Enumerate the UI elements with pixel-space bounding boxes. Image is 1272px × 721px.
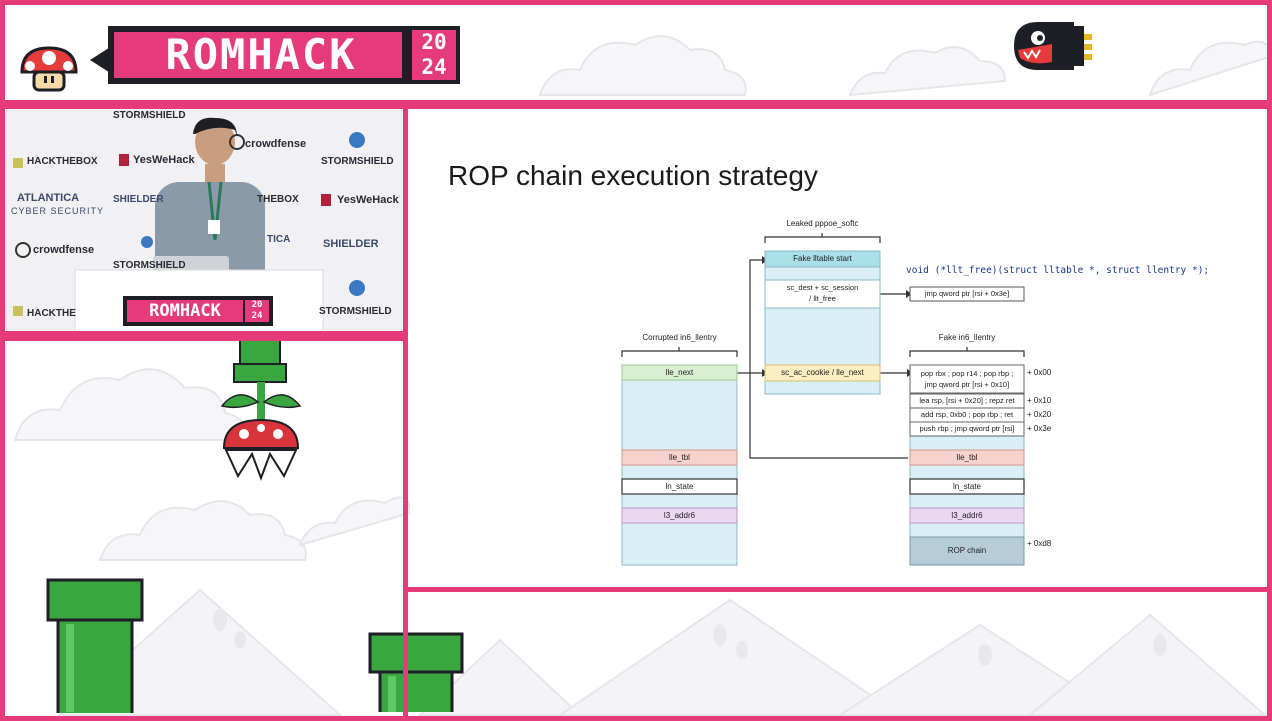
sc-dest-cell-line1: sc_dest + sc_session	[786, 283, 859, 292]
sponsor-atlantica: ATLANTICA	[17, 192, 80, 204]
sponsor-tica: TICA	[267, 234, 291, 245]
podium-year-bottom: 24	[251, 311, 263, 321]
fake-lle-tbl: lle_tbl	[956, 453, 978, 462]
mushroom-icon	[20, 46, 78, 92]
sponsor-shielder-2: SHIELDER	[323, 238, 379, 250]
webcam-bottom-border	[0, 336, 408, 341]
sponsor-shielder-1: SHIELDER	[113, 194, 164, 205]
sponsor-stormshield-1: STORMSHIELD	[321, 156, 394, 167]
romhack-year-bottom: 24	[421, 55, 447, 79]
sponsor-hackthe: HACKTHE	[27, 308, 76, 319]
gadget-2: lea rsp, [rsi + 0x20] ; repz ret	[919, 396, 1015, 405]
bullet-bill-icon	[1014, 22, 1092, 70]
corrupted-llentry-label: Corrupted in6_llentry	[642, 333, 717, 342]
offset-0x00: + 0x00	[1027, 368, 1052, 377]
sponsor-hackthebox-1: HACKTHEBOX	[27, 156, 98, 167]
podium-logo-text: ROMHACK	[149, 301, 221, 321]
gadget-3: add rsp, 0xb0 ; pop rbp ; ret	[920, 410, 1014, 419]
rop-chain-cell: ROP chain	[947, 546, 987, 555]
corrupted-lle-next: lle_next	[665, 368, 694, 377]
header-divider	[0, 100, 1272, 106]
offset-0x20: + 0x20	[1027, 410, 1052, 419]
sponsor-crowdfense-1: crowdfense	[245, 138, 307, 150]
gadget-1-line1: pop rbx ; pop r14 ; pop rbp ;	[920, 369, 1014, 378]
romhack-year-top: 20	[421, 30, 447, 54]
sc-ac-cookie-cell: sc_ac_cookie / lle_next	[781, 368, 864, 377]
sponsor-thebox: THEBOX	[257, 194, 299, 205]
sponsor-stormshield-2: STORMSHIELD	[113, 260, 186, 271]
sponsor-yeswehack-2: YesWeHack	[337, 194, 399, 206]
sponsor-yeswehack-1: YesWeHack	[133, 154, 195, 166]
slide: ROP chain execution strategy	[410, 110, 1265, 585]
romhack-logo-text: ROMHACK	[165, 30, 357, 79]
podium-year-top: 20	[251, 300, 263, 310]
sponsor-stormshield-top: STORMSHIELD	[113, 110, 186, 121]
corrupted-ln-state: ln_state	[665, 482, 694, 491]
corrupted-l3-addr6: l3_addr6	[663, 511, 696, 520]
romhack-logo: ROMHACK 20 24	[90, 26, 460, 84]
offset-0x10: + 0x10	[1027, 396, 1052, 405]
offset-0xd8: + 0xd8	[1027, 539, 1052, 548]
speaker-video: STORMSHIELD HACKTHEBOX YesWeHack crowdfe…	[5, 110, 403, 330]
gadget-4: push rbp ; jmp qword ptr [rsi]	[919, 424, 1015, 433]
piranha-plant-icon	[220, 336, 302, 481]
fake-lltable-start-cell: Fake lltable start	[793, 254, 852, 263]
fake-ln-state: ln_state	[952, 482, 982, 491]
green-pipe-right	[368, 632, 464, 712]
fake-llentry-label: Fake in6_llentry	[938, 333, 996, 342]
green-pipe-left	[46, 578, 144, 713]
leaked-pppoe-label: Leaked pppoe_softc	[786, 219, 859, 228]
offset-0x3e: + 0x3e	[1027, 424, 1052, 433]
sc-dest-cell-line2: / llt_free	[809, 294, 836, 303]
sponsor-stormshield-3: STORMSHIELD	[319, 306, 392, 317]
corrupted-lle-tbl: lle_tbl	[669, 453, 690, 462]
sponsor-atlantica-sub: CYBER SECURITY	[11, 206, 105, 216]
slide-title: ROP chain execution strategy	[448, 160, 818, 191]
fake-l3-addr6: l3_addr6	[951, 511, 983, 520]
gadget-1-line2: jmp qword ptr [rsi + 0x10]	[924, 380, 1010, 389]
sponsor-crowdfense-2: crowdfense	[33, 244, 95, 256]
rop-diagram	[621, 233, 1025, 566]
left-panel-divider	[403, 336, 408, 716]
jmp-rsi-gadget: jmp qword ptr [rsi + 0x3e]	[924, 289, 1010, 298]
llt-free-signature: void (*llt_free)(struct lltable *, struc…	[906, 265, 1210, 276]
